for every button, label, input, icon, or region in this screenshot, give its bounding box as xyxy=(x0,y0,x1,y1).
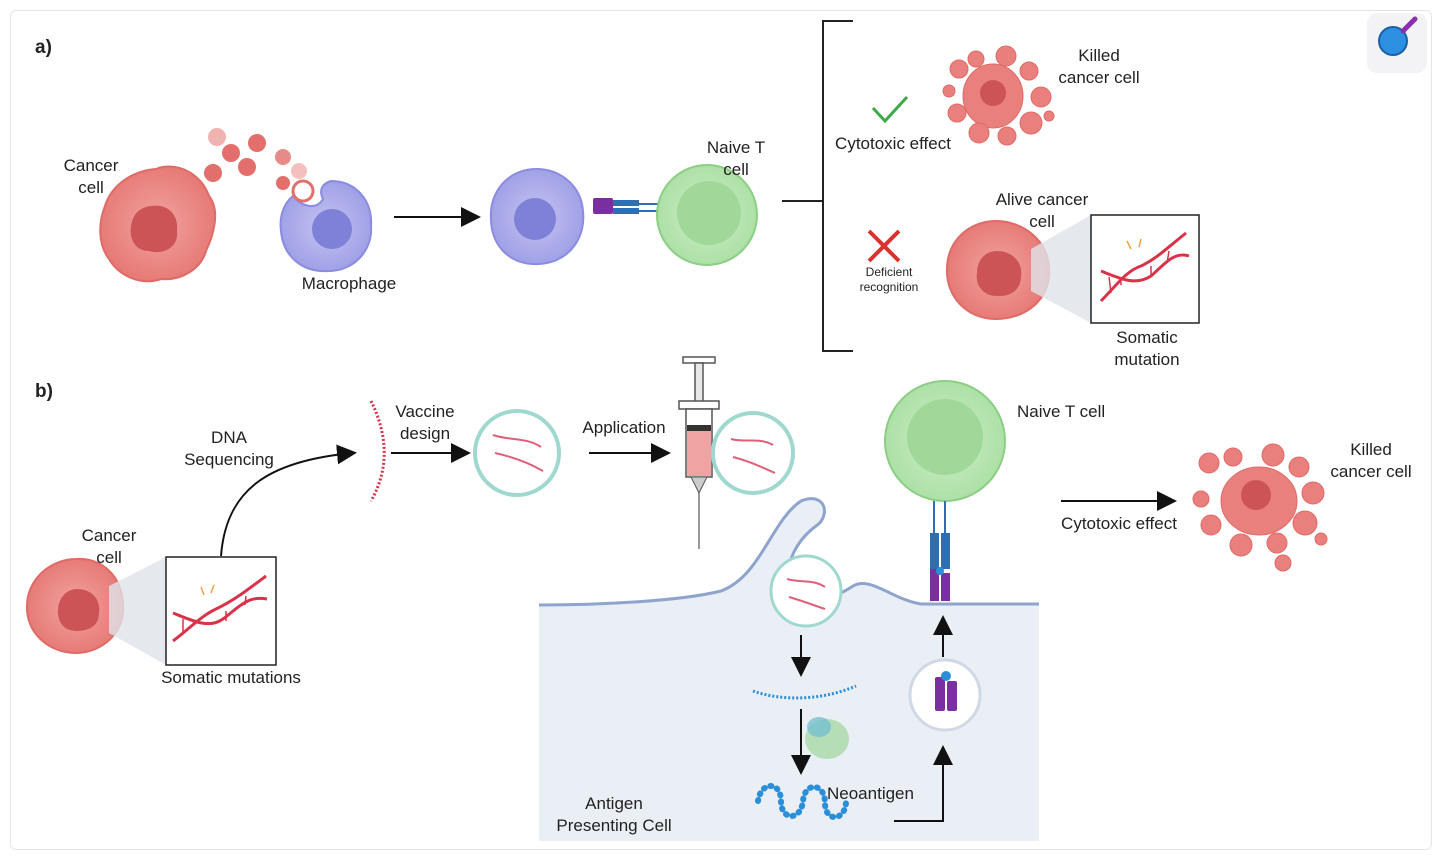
label-somatic-mutation: Somatic mutation xyxy=(1114,328,1180,369)
mhc-vesicle xyxy=(908,658,982,732)
ribosome xyxy=(805,717,849,759)
label-cancer-cell-b: Cancer cell xyxy=(81,526,137,567)
label-cytotoxic-effect-a: Cytotoxic effect xyxy=(835,134,951,153)
cross-icon xyxy=(867,229,901,263)
label-naive-t-cell-b: Naive T cell xyxy=(1017,402,1106,421)
mrna-strand xyxy=(752,684,857,700)
label-alive-cancer-cell: Alive cancer cell xyxy=(995,190,1089,231)
mutation-zoom-b xyxy=(109,556,277,666)
label-macrophage: Macrophage xyxy=(301,274,397,293)
diagram-canvas xyxy=(25,13,1427,841)
label-naive-t-cell-a: Naive T cell xyxy=(706,138,766,179)
panel-b-letter: b) xyxy=(35,381,53,402)
arrow-dna-sequencing xyxy=(220,444,357,557)
killed-cancer-cell-b xyxy=(1192,443,1328,572)
macrophage xyxy=(279,179,373,273)
label-killed-cancer-cell-a: Killed cancer cell xyxy=(1058,46,1140,87)
killed-cancer-cell-a xyxy=(942,45,1055,146)
mrna-vaccine-vesicle xyxy=(473,409,561,497)
label-killed-cancer-cell-b: Killed cancer cell xyxy=(1330,440,1412,481)
label-deficient-recognition: Deficient recognition xyxy=(859,265,919,294)
magnifier-logo-icon xyxy=(1367,13,1427,73)
outcome-bracket xyxy=(782,20,853,352)
label-neoantigen: Neoantigen xyxy=(827,784,914,803)
neoantigen-peptide xyxy=(755,783,849,820)
label-dna-sequencing: DNA Sequencing xyxy=(184,428,274,469)
cancer-cell-a xyxy=(99,165,217,283)
mhc-tcr-complex-a xyxy=(593,198,669,214)
syringe xyxy=(678,356,795,549)
endosome-vesicle xyxy=(769,554,843,628)
sequence-fragment xyxy=(369,400,386,502)
naive-t-cell-b xyxy=(884,380,1006,502)
label-vaccine-design: Vaccine design xyxy=(395,402,455,443)
mutation-zoom-a xyxy=(1031,214,1200,324)
antigen-presenting-macrophage xyxy=(489,167,585,266)
mhc-tcr-complex-b xyxy=(930,501,950,601)
panel-a-letter: a) xyxy=(35,37,52,58)
figure-frame: a) Cancer cell Macrophage Naive T cell C… xyxy=(10,10,1432,850)
label-antigen-presenting-cell: Antigen Presenting Cell xyxy=(556,794,672,835)
label-cancer-cell-a: Cancer cell xyxy=(63,156,119,197)
naive-t-cell-a xyxy=(656,164,758,266)
antigen-presenting-cell xyxy=(538,497,1039,841)
cancer-cell-b xyxy=(25,557,125,655)
label-somatic-mutations: Somatic mutations xyxy=(161,668,301,687)
antigen-particles xyxy=(204,128,307,190)
arrow-neoantigen-to-mhc xyxy=(894,745,953,822)
label-cytotoxic-effect-b: Cytotoxic effect xyxy=(1061,514,1177,533)
label-application: Application xyxy=(582,418,666,437)
check-icon xyxy=(871,95,909,124)
